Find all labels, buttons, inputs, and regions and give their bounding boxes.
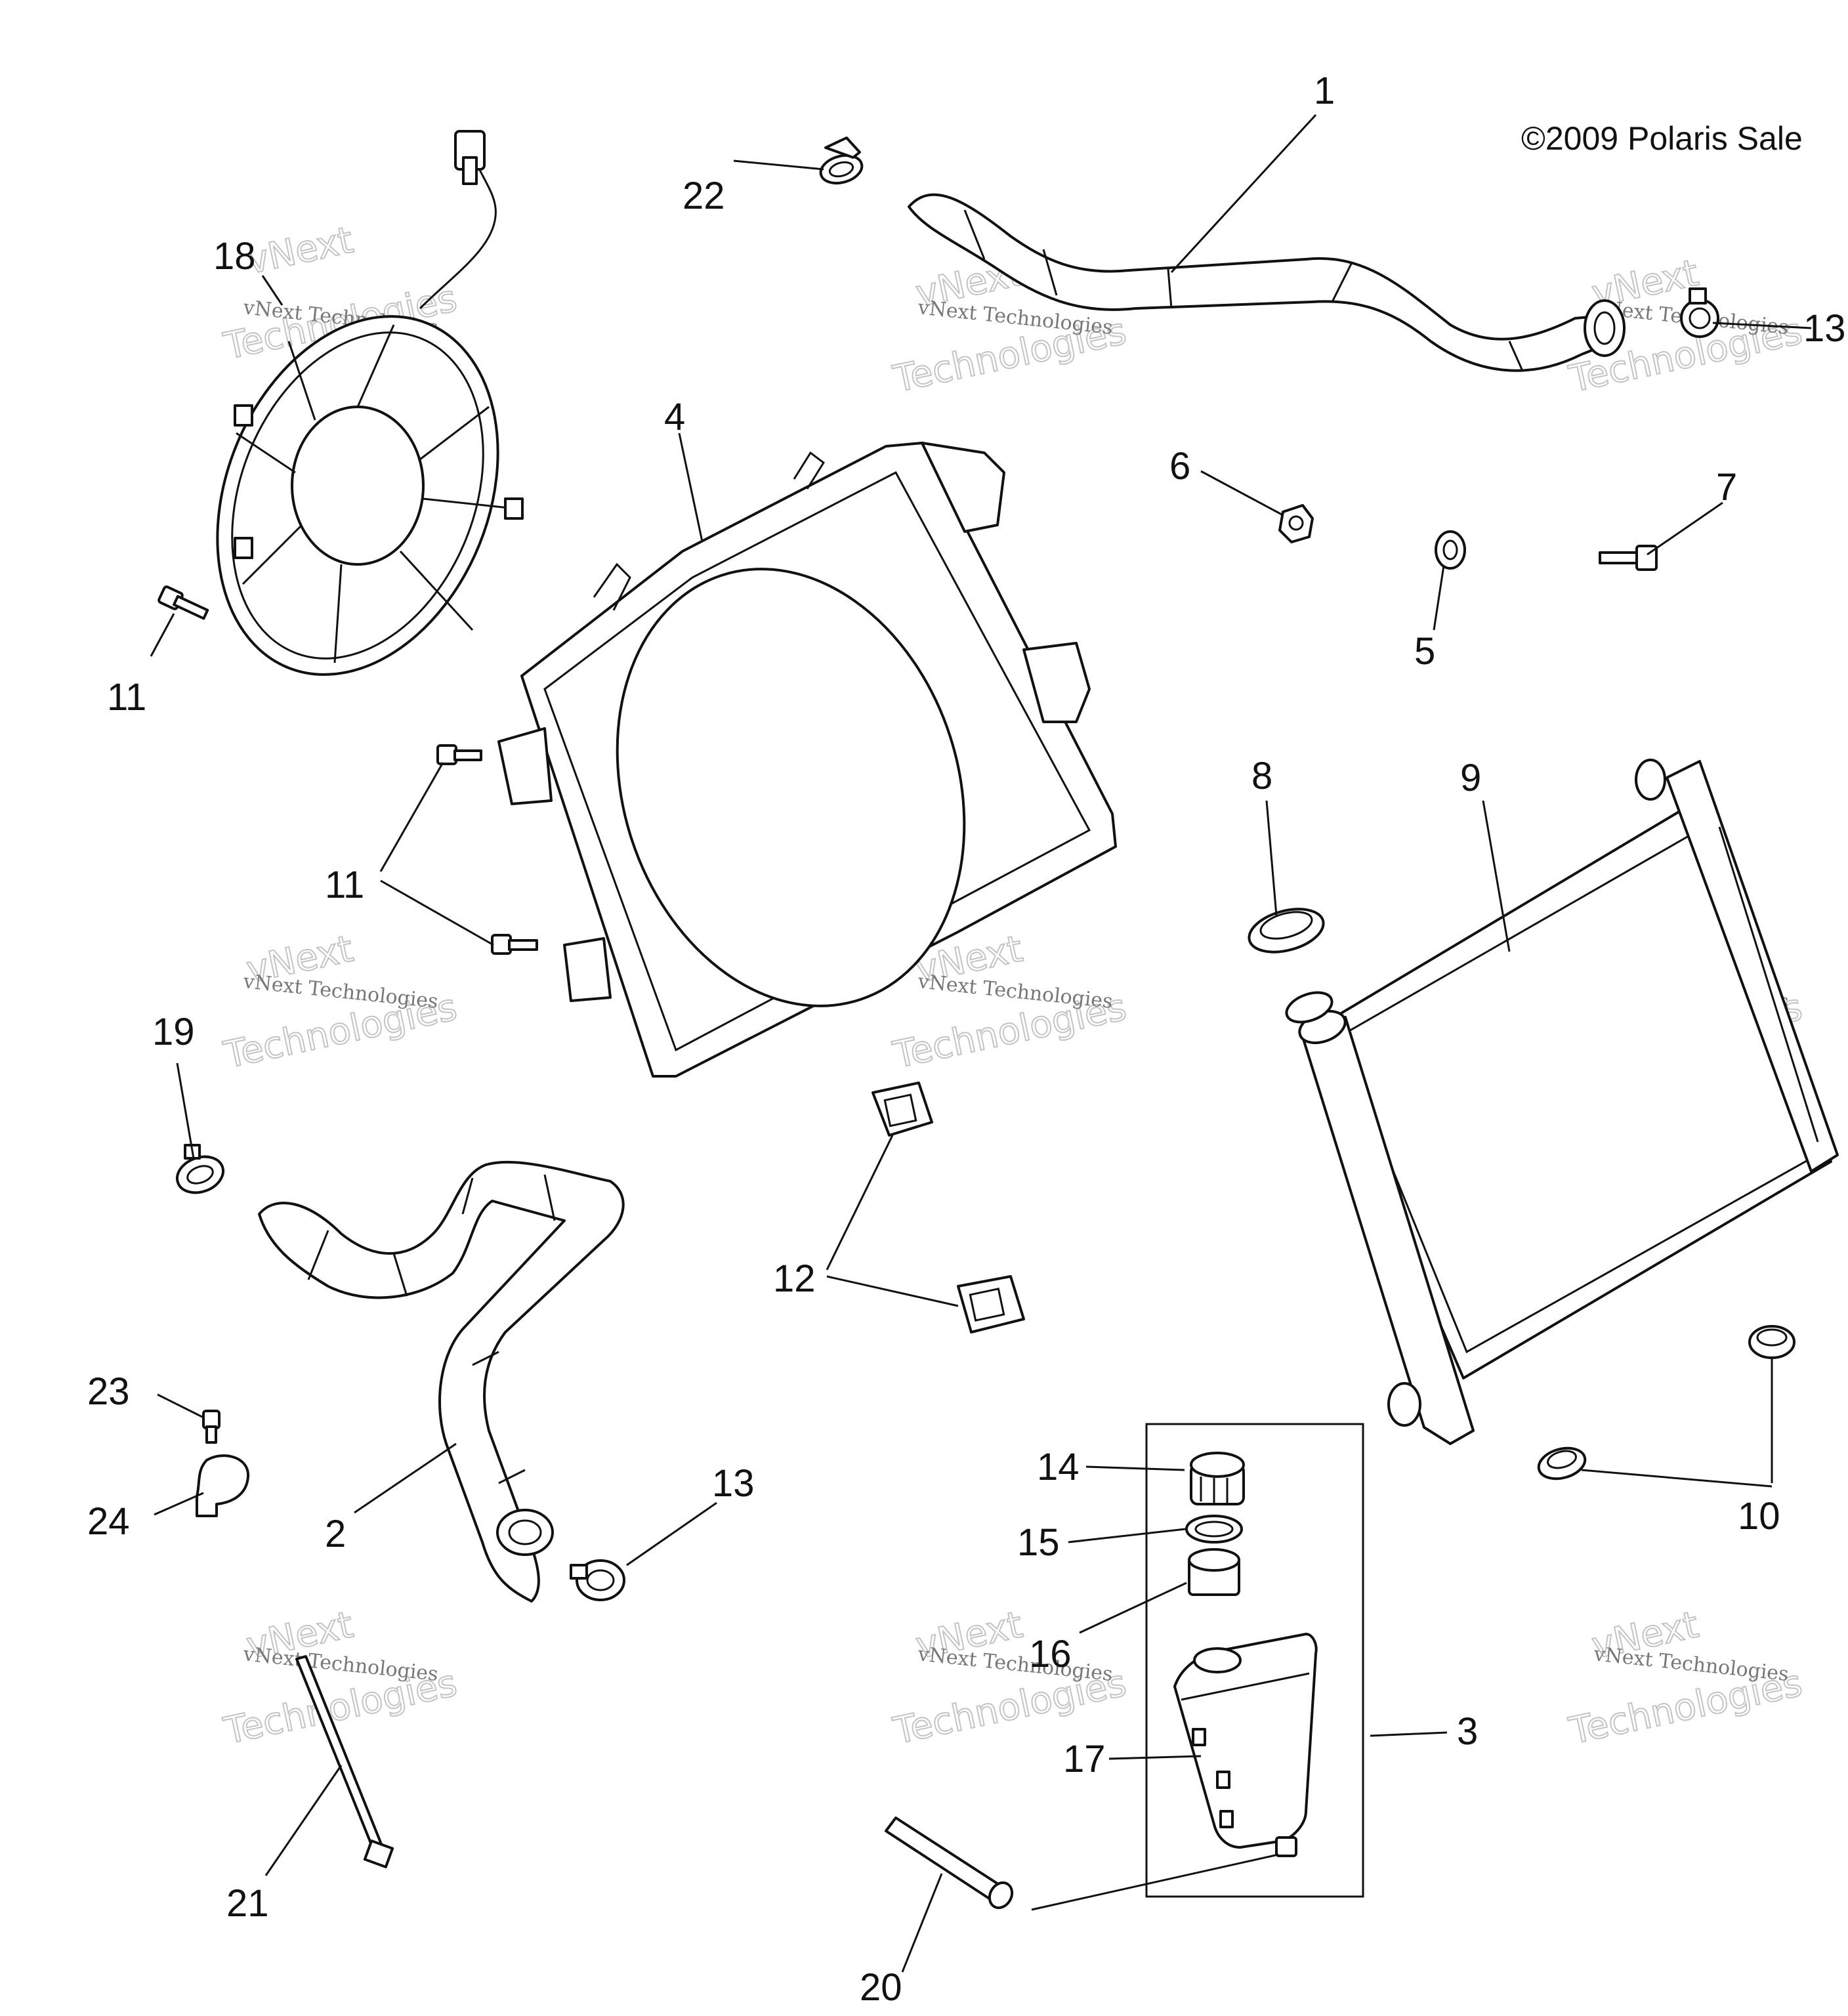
callout-10: 10 — [1738, 1495, 1780, 1538]
callout-labels: 1 2 3 4 5 6 7 8 9 10 11 11 12 13 13 14 1… — [87, 70, 1846, 2009]
bolt-11-mid-b-part — [491, 934, 538, 955]
callout-20: 20 — [860, 1966, 902, 2009]
o-ring-part — [1185, 1515, 1243, 1544]
reservoir-cap-part — [1190, 1452, 1245, 1505]
radiator-part — [1285, 759, 1839, 1445]
mount-12-a-part — [872, 1082, 933, 1137]
callout-11-top: 11 — [107, 676, 146, 719]
callout-17: 17 — [1063, 1738, 1106, 1780]
overflow-hose-part — [885, 1816, 1014, 1910]
callout-9: 9 — [1460, 757, 1481, 799]
nut-6-part — [1278, 504, 1314, 543]
svg-text:vNext Technologies: vNext Technologies — [242, 970, 439, 1013]
svg-text:vNext: vNext — [243, 219, 357, 283]
reservoir-tank-part — [1173, 1633, 1318, 1857]
callout-23: 23 — [87, 1370, 130, 1413]
callout-14: 14 — [1037, 1446, 1080, 1488]
bolt-7-part — [1599, 545, 1658, 571]
grommet-10-b-part — [1537, 1446, 1587, 1480]
callout-11-mid: 11 — [325, 864, 364, 906]
fan-shroud-part — [497, 442, 1117, 1078]
cooling-fan-part — [216, 130, 524, 676]
bolt-11-mid-a-part — [436, 744, 482, 765]
callout-1: 1 — [1314, 70, 1335, 112]
bolt-23-part — [202, 1410, 220, 1444]
callout-18: 18 — [213, 235, 256, 278]
callout-19: 19 — [152, 1011, 195, 1053]
cable-tie-part — [295, 1655, 394, 1868]
reservoir-kit-box — [1145, 1423, 1364, 1898]
callout-8: 8 — [1251, 755, 1272, 797]
callout-15: 15 — [1017, 1521, 1060, 1564]
svg-text:vNext Technologies: vNext Technologies — [242, 1643, 439, 1686]
callout-3: 3 — [1457, 1710, 1478, 1753]
upper-hose-part — [908, 193, 1626, 372]
svg-text:vNext Technologies: vNext Technologies — [1592, 1643, 1790, 1686]
callout-13-top: 13 — [1803, 307, 1846, 350]
copyright-text: ©2009 Polaris Sale — [1521, 120, 1803, 157]
callout-21: 21 — [226, 1882, 269, 1925]
grommet-10-a-part — [1748, 1325, 1796, 1359]
svg-text:vNext Technologies: vNext Technologies — [916, 970, 1114, 1013]
clamp-22-part — [819, 136, 864, 185]
radiator-cap-part — [1248, 908, 1325, 954]
callout-24: 24 — [87, 1500, 130, 1543]
callout-13-bottom: 13 — [712, 1462, 755, 1505]
bolt-11-top-part — [158, 585, 209, 620]
callout-22: 22 — [682, 175, 725, 217]
callout-16: 16 — [1029, 1633, 1072, 1675]
mount-12-b-part — [957, 1275, 1025, 1334]
callout-4: 4 — [664, 396, 685, 438]
clamp-13-bottom-part — [570, 1559, 625, 1601]
leader-lines — [150, 114, 1812, 1973]
lower-hose-part — [258, 1160, 625, 1603]
callout-12: 12 — [773, 1257, 816, 1300]
callout-2: 2 — [325, 1513, 346, 1555]
callout-5: 5 — [1414, 630, 1435, 673]
callout-6: 6 — [1169, 445, 1190, 488]
callout-7: 7 — [1716, 466, 1737, 509]
grommet-5-part — [1435, 530, 1466, 570]
neck-insert-part — [1188, 1548, 1240, 1596]
bracket-24-part — [196, 1454, 250, 1517]
clamp-19-part — [176, 1144, 224, 1194]
clamp-13-top-part — [1680, 287, 1719, 338]
svg-text:vNext Technologies: vNext Technologies — [916, 1643, 1114, 1686]
